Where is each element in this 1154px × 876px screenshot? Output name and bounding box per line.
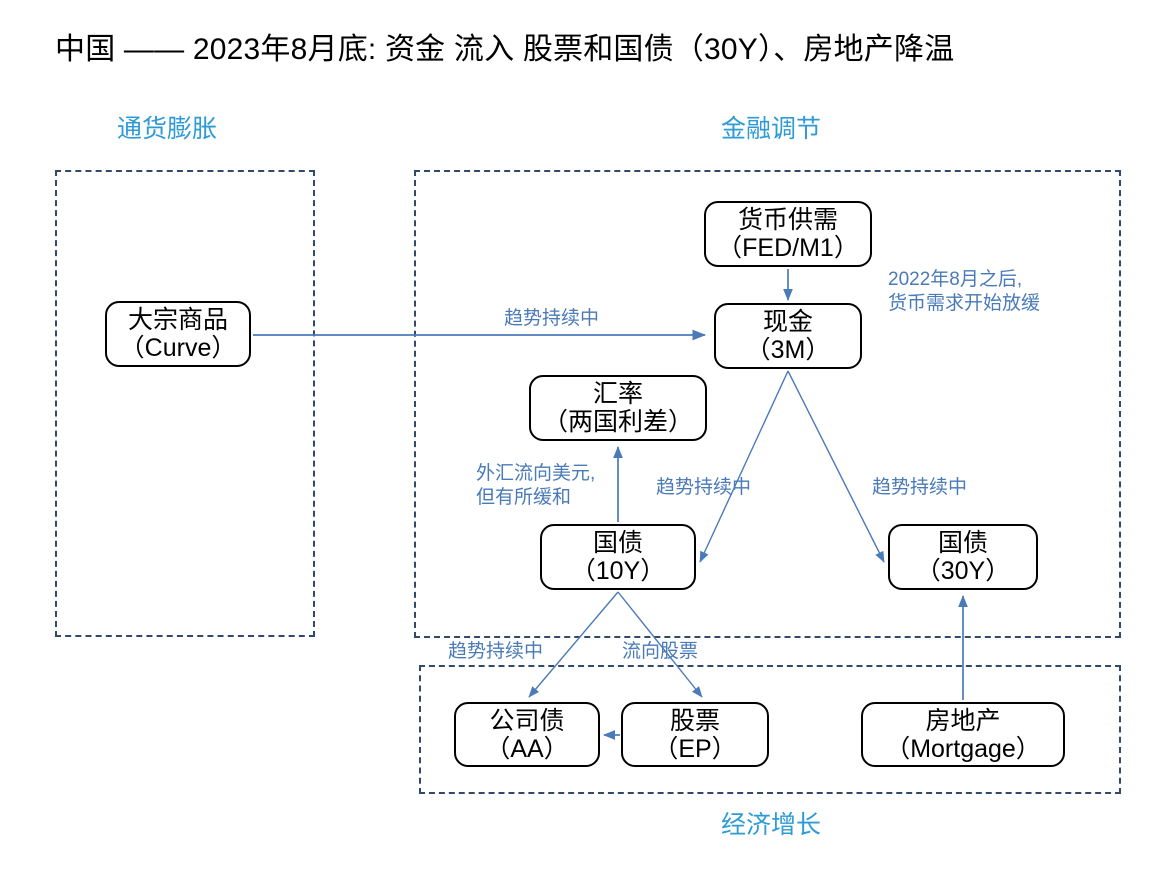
node-bond-30y-line1: 国债	[937, 529, 988, 557]
node-exchange-rate-line1: 汇率	[592, 380, 643, 408]
node-corporate-bond[interactable]: 公司债 （AA）	[454, 702, 600, 767]
node-money-supply-line1: 货币供需	[737, 206, 838, 234]
group-box-growth	[419, 665, 1121, 794]
node-property-line1: 房地产	[925, 706, 1001, 735]
node-corporate-bond-line1: 公司债	[489, 706, 565, 735]
node-commodity-line2: （Curve）	[119, 334, 237, 362]
node-bond-10y[interactable]: 国债 （10Y）	[540, 524, 696, 590]
node-cash-line1: 现金	[762, 308, 813, 336]
section-label-financial: 金融调节	[721, 115, 822, 143]
node-commodity-line1: 大宗商品	[127, 306, 228, 334]
edge-label-money-slowdown-note-line1: 2022年8月之后,	[888, 269, 1023, 290]
node-money-supply-line2: （FED/M1）	[717, 234, 859, 262]
node-property[interactable]: 房地产 （Mortgage）	[861, 702, 1065, 767]
node-corporate-bond-line2: （AA）	[485, 734, 569, 763]
edge-label-bond10-to-equity: 流向股票	[622, 641, 699, 662]
edge-label-bond10-to-fx-line1: 外汇流向美元,	[476, 463, 596, 484]
section-label-growth: 经济增长	[721, 811, 822, 839]
section-label-inflation: 通货膨胀	[117, 115, 218, 143]
node-bond-10y-line1: 国债	[592, 529, 643, 557]
node-cash[interactable]: 现金 （3M）	[714, 303, 862, 369]
node-exchange-rate-line2: （两国利差）	[542, 408, 693, 436]
edge-label-bond10-to-fx: 外汇流向美元, 但有所缓和	[476, 462, 595, 510]
node-bond-30y[interactable]: 国债 （30Y）	[888, 524, 1038, 590]
node-commodity[interactable]: 大宗商品 （Curve）	[105, 301, 251, 367]
page-title: 中国 —— 2023年8月底: 资金 流入 股票和国债（30Y）、房地产降温	[55, 33, 955, 66]
node-bond-10y-line2: （10Y）	[570, 557, 666, 585]
edge-label-bond10-to-corp: 趋势持续中	[448, 641, 544, 662]
node-bond-30y-line2: （30Y）	[915, 557, 1011, 585]
node-exchange-rate[interactable]: 汇率 （两国利差）	[529, 375, 707, 441]
node-equity[interactable]: 股票 （EP）	[621, 702, 769, 767]
edge-label-cash-to-bond10: 趋势持续中	[656, 477, 752, 498]
edge-label-cash-to-bond30: 趋势持续中	[872, 477, 968, 498]
edge-label-money-slowdown-note: 2022年8月之后, 货币需求开始放缓	[888, 268, 1040, 316]
node-property-line2: （Mortgage）	[885, 734, 1041, 763]
edge-label-money-slowdown-note-line2: 货币需求开始放缓	[888, 293, 1041, 314]
node-money-supply[interactable]: 货币供需 （FED/M1）	[704, 201, 872, 267]
group-box-financial	[414, 170, 1121, 638]
node-equity-line1: 股票	[669, 706, 720, 735]
edge-label-commodity-to-cash: 趋势持续中	[504, 308, 600, 329]
node-cash-line2: （3M）	[745, 336, 831, 364]
edge-label-bond10-to-fx-line2: 但有所缓和	[476, 487, 572, 508]
group-box-inflation	[55, 170, 315, 637]
node-equity-line2: （EP）	[653, 734, 737, 763]
